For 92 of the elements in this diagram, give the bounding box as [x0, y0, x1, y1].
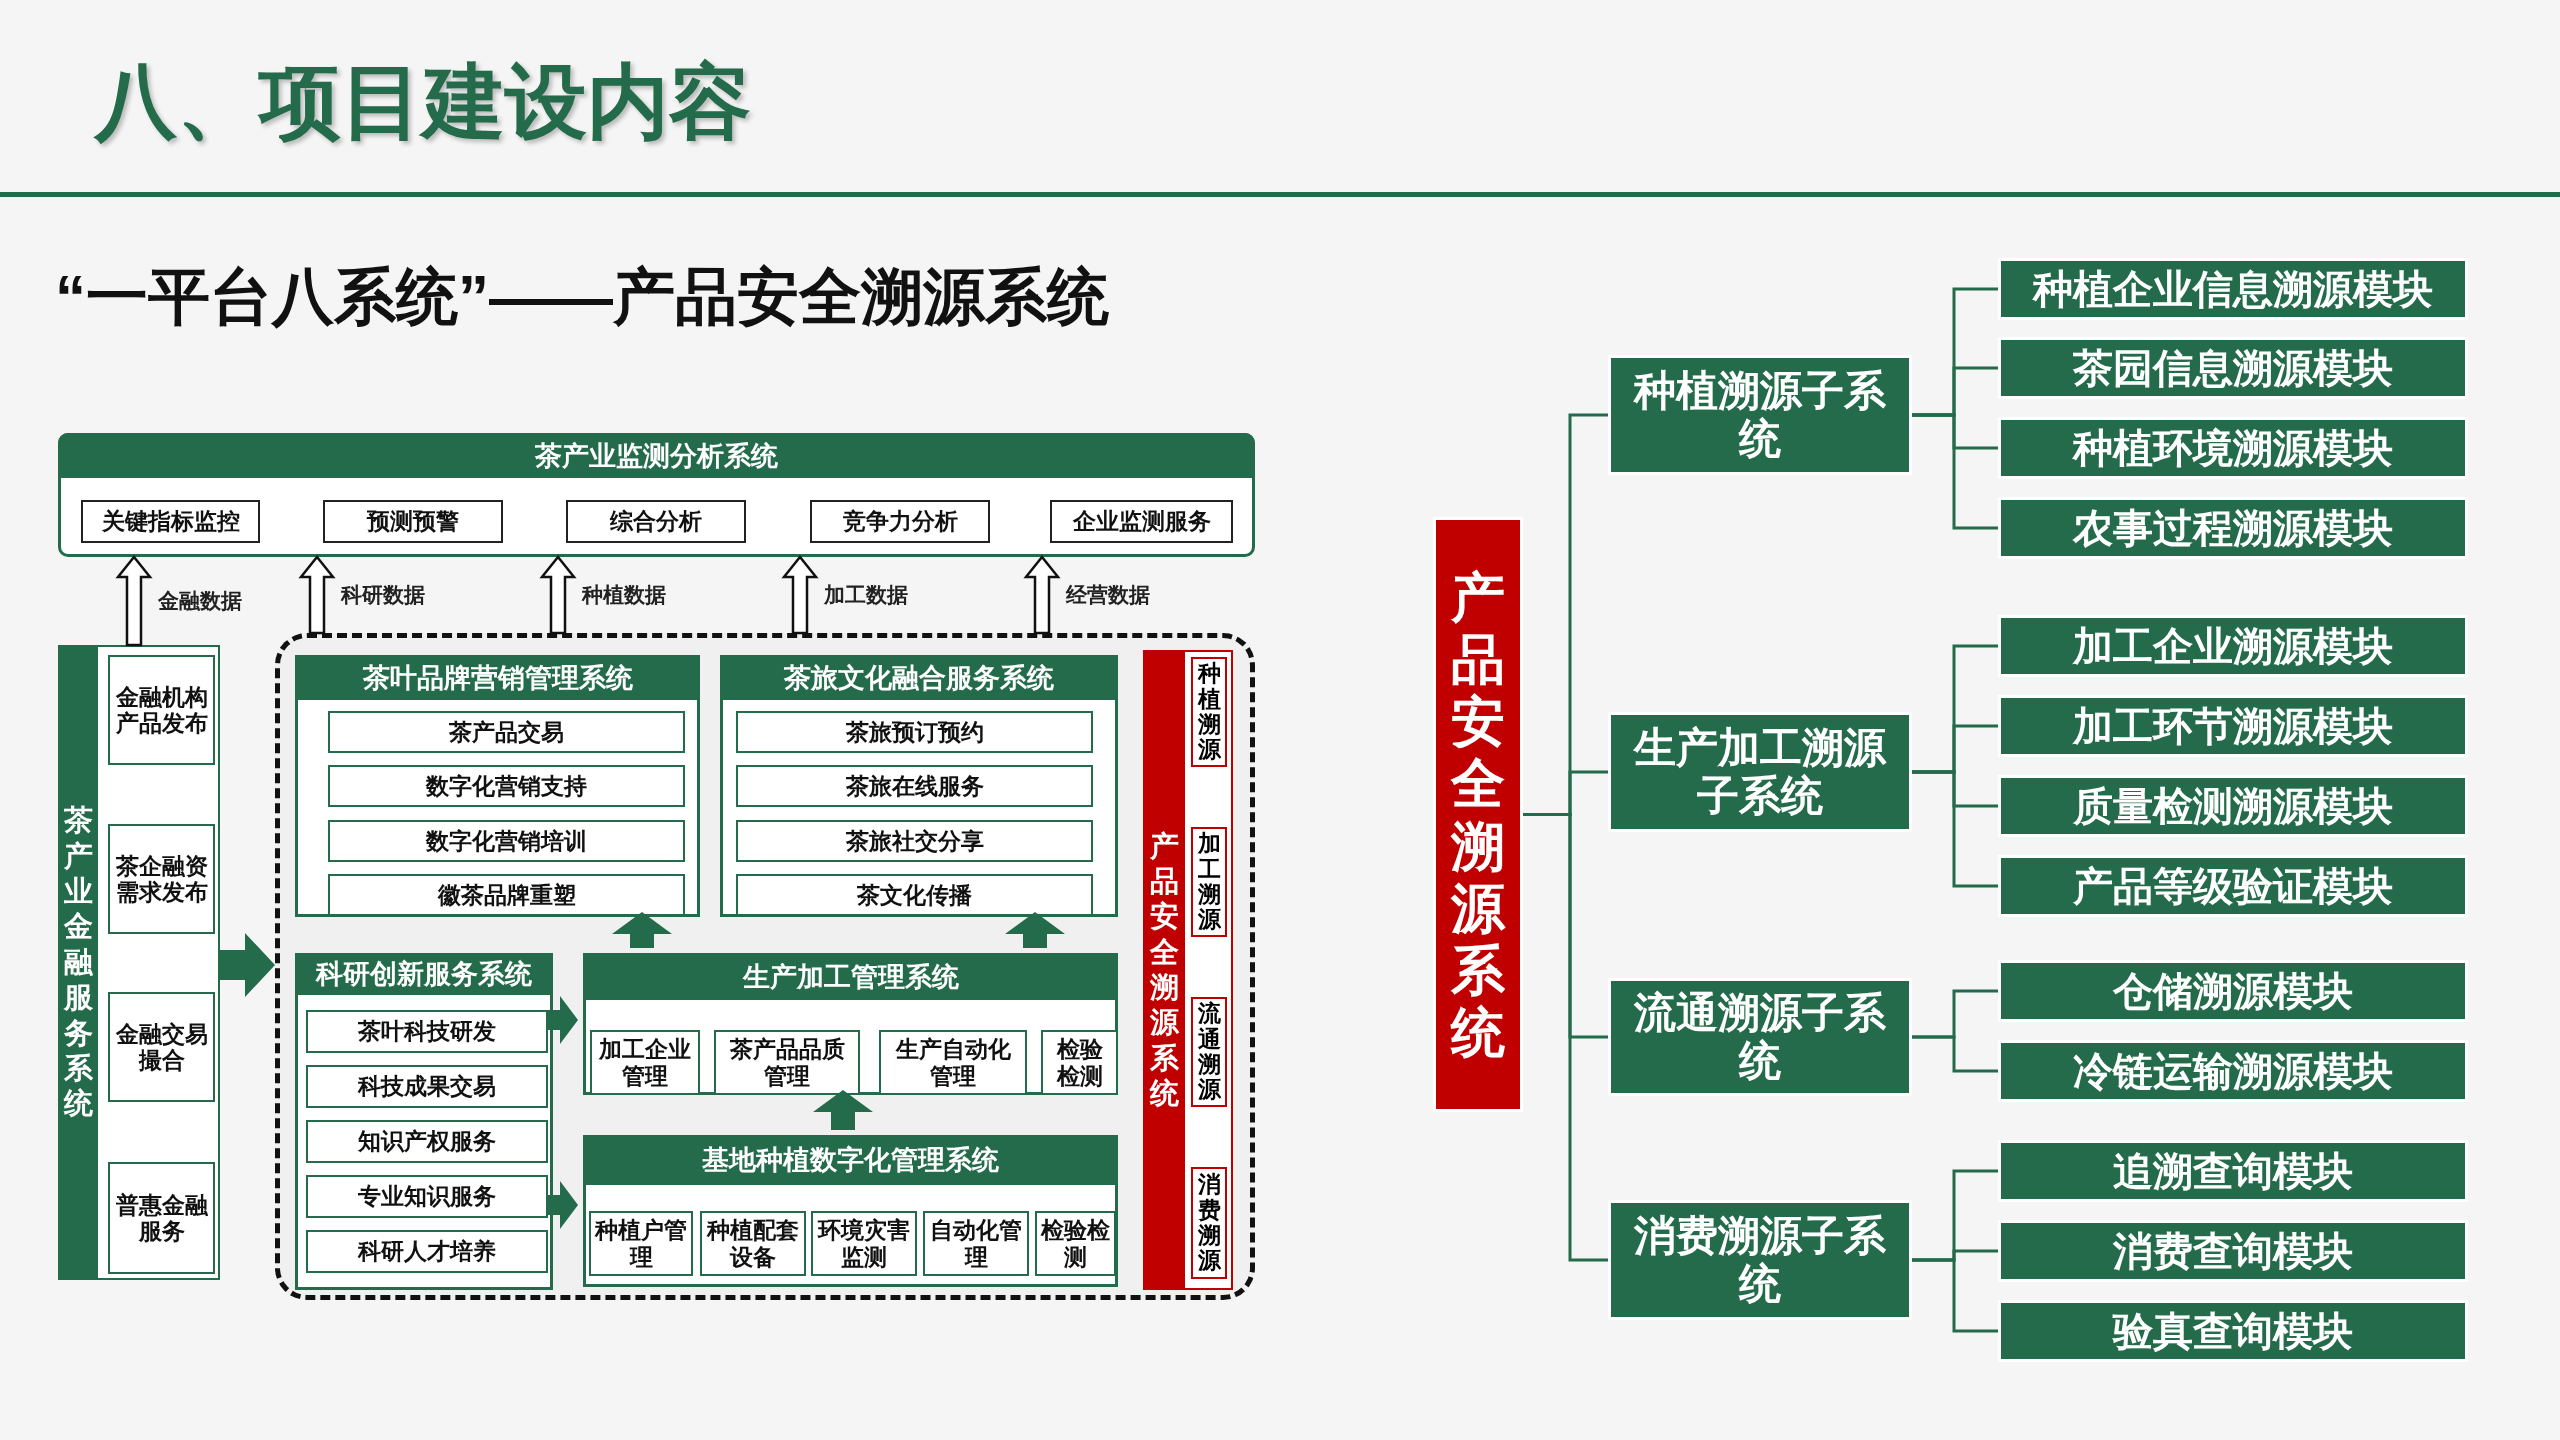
function-box: 茶旅社交分享 [736, 820, 1093, 862]
block-arrow [813, 1090, 873, 1130]
function-box: 环境灾害监测 [811, 1211, 917, 1276]
panel-header: 生产加工管理系统 [583, 953, 1118, 1000]
edge-label: 经营数据 [1066, 582, 1150, 608]
module-box: 消费查询模块 [1998, 1220, 2468, 1282]
trace-box: 消费溯源 [1191, 1167, 1227, 1279]
module-box: 验真查询模块 [1998, 1300, 2468, 1362]
block-arrow [539, 555, 577, 635]
trace-box: 加工溯源 [1191, 827, 1227, 937]
subtitle: “一平台八系统”——产品安全溯源系统 [55, 261, 1109, 333]
function-box: 茶产品交易 [328, 711, 685, 753]
function-box: 数字化营销培训 [328, 820, 685, 862]
block-arrow [548, 996, 578, 1044]
module-box: 加工环节溯源模块 [1998, 695, 2468, 757]
module-box: 产品等级验证模块 [1998, 855, 2468, 917]
panel-header: 茶产业监测分析系统 [58, 433, 1255, 478]
vertical-title: 茶产业金融服务系统 [58, 645, 98, 1280]
module-box: 追溯查询模块 [1998, 1140, 2468, 1202]
module-box: 种植企业信息溯源模块 [1998, 258, 2468, 320]
edge-label: 加工数据 [824, 582, 908, 608]
module-box: 加工企业溯源模块 [1998, 615, 2468, 677]
function-box: 茶产品品质管理 [714, 1030, 860, 1095]
function-box: 种植户管理 [589, 1211, 693, 1276]
function-box: 科研人才培养 [306, 1230, 548, 1273]
function-box: 茶企融资需求发布 [108, 824, 215, 934]
module-box: 种植环境溯源模块 [1998, 417, 2468, 479]
trace-box: 种植溯源 [1191, 657, 1227, 767]
function-box: 茶叶科技研发 [306, 1010, 548, 1053]
block-arrow [115, 555, 153, 647]
system-panel [58, 433, 1255, 557]
function-box: 茶旅在线服务 [736, 765, 1093, 807]
function-box: 知识产权服务 [306, 1120, 548, 1163]
module-box: 茶园信息溯源模块 [1998, 337, 2468, 399]
trace-box: 流通溯源 [1191, 997, 1227, 1107]
function-box: 检验检测 [1041, 1030, 1118, 1095]
panel-header: 茶叶品牌营销管理系统 [295, 655, 700, 700]
panel-header: 基地种植数字化管理系统 [583, 1135, 1118, 1185]
function-box: 加工企业管理 [590, 1030, 700, 1095]
function-box: 生产自动化管理 [879, 1030, 1027, 1095]
function-box: 科技成果交易 [306, 1065, 548, 1108]
block-arrow [298, 555, 336, 635]
tree-connector [1912, 413, 1998, 530]
system-panel [583, 1135, 1118, 1287]
subsystem-box: 消费溯源子系统 [1608, 1200, 1912, 1320]
panel-header: 茶旅文化融合服务系统 [720, 655, 1118, 700]
function-box: 金融机构产品发布 [108, 655, 215, 765]
function-box: 种植配套设备 [700, 1211, 806, 1276]
module-box: 冷链运输溯源模块 [1998, 1040, 2468, 1102]
tree-connector [1912, 1035, 1998, 1073]
edge-label: 科研数据 [341, 582, 425, 608]
system-box: 产品安全溯源系统 [1433, 517, 1523, 1112]
tree-connector [1912, 770, 1998, 888]
subsystem-box: 种植溯源子系统 [1608, 355, 1912, 475]
function-box: 普惠金融服务 [108, 1162, 215, 1274]
function-box: 竞争力分析 [810, 500, 990, 543]
function-box: 企业监测服务 [1050, 500, 1233, 543]
module-box: 农事过程溯源模块 [1998, 497, 2468, 559]
function-box: 茶旅预订预约 [736, 711, 1093, 753]
subsystem-box: 生产加工溯源子系统 [1608, 712, 1912, 832]
panel-header: 科研创新服务系统 [295, 953, 553, 995]
subsystem-box: 流通溯源子系统 [1608, 978, 1912, 1096]
system-column [58, 645, 220, 1280]
tree-connector [1912, 1258, 1998, 1333]
block-arrow [220, 933, 275, 997]
function-box: 徽茶品牌重塑 [328, 874, 685, 916]
function-box: 金融交易撮合 [108, 992, 215, 1102]
system-panel [295, 953, 553, 1290]
module-box: 仓储溯源模块 [1998, 960, 2468, 1022]
block-arrow [1005, 912, 1065, 948]
block-arrow [1023, 555, 1061, 635]
block-arrow [548, 1181, 578, 1229]
module-box: 质量检测溯源模块 [1998, 775, 2468, 837]
system-panel [720, 655, 1118, 917]
function-box: 茶文化传播 [736, 874, 1093, 916]
edge-label: 种植数据 [582, 582, 666, 608]
system-column [1143, 650, 1233, 1290]
function-box: 自动化管理 [923, 1211, 1029, 1276]
edge-label: 金融数据 [158, 588, 242, 614]
system-panel [583, 953, 1118, 1095]
function-box: 综合分析 [566, 500, 746, 543]
page-title: 八、项目建设内容 [95, 55, 751, 149]
function-box: 检验检测 [1035, 1211, 1116, 1276]
block-arrow [612, 912, 672, 948]
function-box: 数字化营销支持 [328, 765, 685, 807]
vertical-title: 产品安全溯源系统 [1143, 650, 1185, 1290]
function-box: 预测预警 [323, 500, 503, 543]
system-panel [295, 655, 700, 917]
block-arrow [781, 555, 819, 635]
function-box: 关键指标监控 [81, 500, 260, 543]
dashed-region [275, 633, 1255, 1300]
function-box: 专业知识服务 [306, 1175, 548, 1218]
